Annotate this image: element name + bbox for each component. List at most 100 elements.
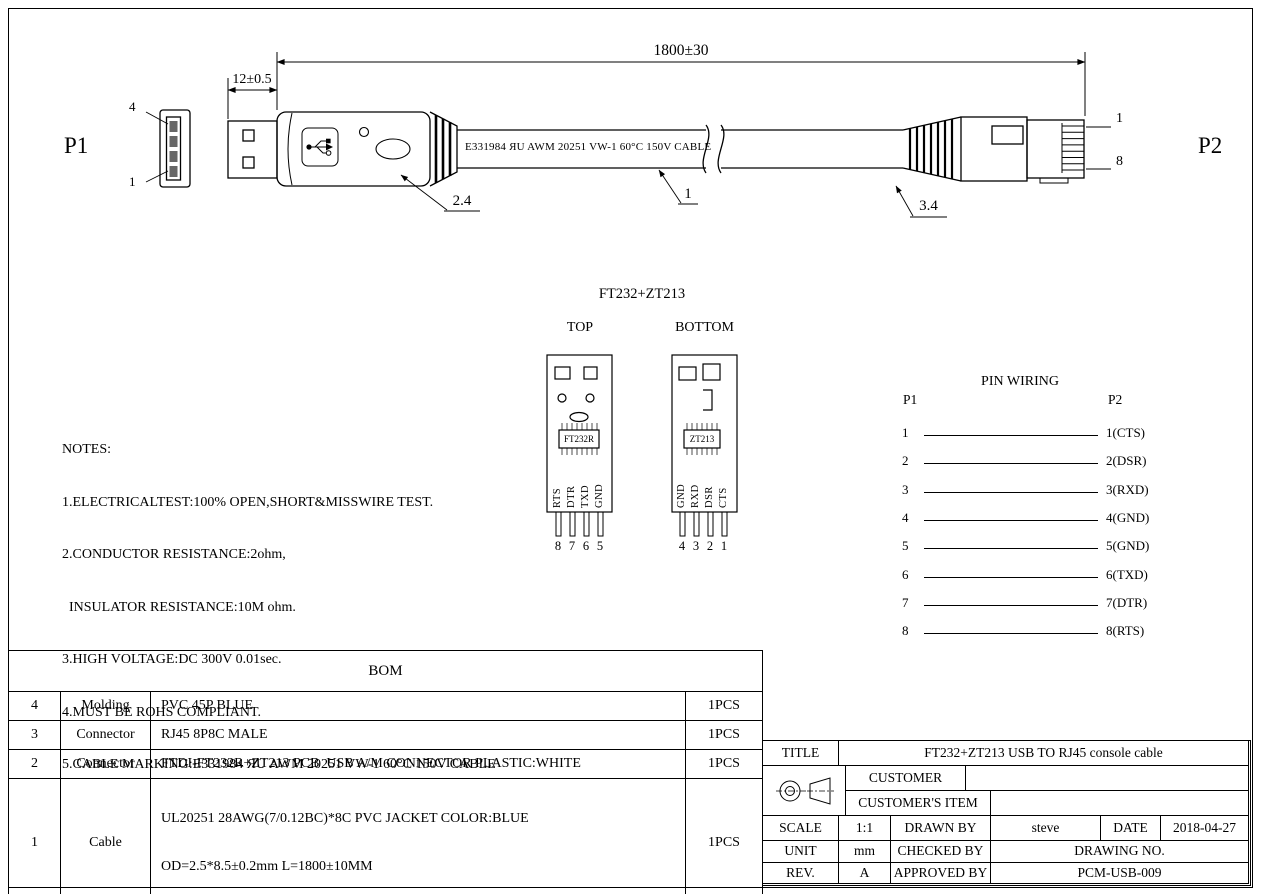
p2-pin: 3(RXD) (1106, 481, 1149, 497)
pcb-top-label: TOP (566, 320, 594, 335)
pcb-top-pin-gnd: GND (594, 483, 605, 508)
line-art-layer (145, 52, 1111, 537)
pcb-top-view (546, 354, 613, 537)
pin-wiring-p1-header: P1 (903, 392, 918, 407)
drawn-by-value: steve (991, 816, 1101, 841)
bom-name: Molding (60, 691, 151, 721)
pin-wiring-title: PIN WIRING (981, 374, 1059, 389)
scale-value: 1:1 (839, 816, 891, 841)
p2-pin: 7(DTR) (1106, 594, 1148, 610)
drawing-no-label: DRAWING NO. (991, 841, 1249, 863)
pcb-bottom-pin-rxd: RXD (690, 484, 701, 508)
unit-label: UNIT (763, 841, 839, 863)
pin-wiring-p2-header: P2 (1108, 392, 1123, 407)
bom-spec-line1: UL20251 28AWG(7/0.12BC)*8C PVC JACKET CO… (161, 811, 529, 826)
rj45-pin8-label: 8 (1116, 154, 1123, 169)
bom-spec: PVC 45P BLUE (150, 691, 686, 721)
cable-line (457, 124, 903, 174)
p1-pin: 8 (902, 623, 909, 639)
pin-number: 1 (720, 539, 728, 553)
date-label: DATE (1101, 816, 1161, 841)
rj45-pin1-label: 1 (1116, 111, 1123, 126)
pin-number: 3 (692, 539, 700, 553)
bom-name: Cable (60, 778, 151, 894)
bom-no: 2 (8, 749, 61, 779)
pcb-top-pin-rts: RTS (552, 487, 563, 508)
title-label: TITLE (763, 741, 839, 766)
wire-line (924, 548, 1098, 550)
bom-spec: UL20251 28AWG(7/0.12BC)*8C PVC JACKET CO… (150, 778, 686, 894)
bom-name: Connector (60, 749, 151, 779)
pin-wiring-row: 8 8(RTS) (902, 617, 1164, 645)
pin-wiring-row: 5 5(GND) (902, 532, 1164, 560)
pcb-bottom-pin-gnd: GND (676, 483, 687, 508)
usb-trident-icon (301, 127, 339, 167)
bom-no: 1 (8, 778, 61, 894)
usb-plug-side-view (227, 111, 458, 187)
third-angle-projection-icon (776, 776, 834, 805)
projection-symbol-cell (763, 766, 846, 816)
bom-no: 4 (8, 691, 61, 721)
p2-pin: 8(RTS) (1106, 623, 1145, 639)
wire-line (924, 463, 1098, 465)
p2-pin: 1(CTS) (1106, 425, 1145, 441)
wire-line (924, 520, 1098, 522)
p1-pin: 2 (902, 453, 909, 469)
p1-pin: 4 (902, 510, 909, 526)
pin-number: 7 (568, 539, 576, 553)
p1-pin: 7 (902, 594, 909, 610)
note-line: 2.CONDUCTOR RESISTANCE:2ohm, (62, 547, 286, 562)
unit-value: mm (839, 841, 891, 863)
customers-item-label: CUSTOMER'S ITEM (846, 791, 991, 816)
overall-length-dimension: 1800±30 (653, 42, 709, 59)
pcb-bottom-pin-dsr: DSR (704, 486, 715, 508)
pin-wiring-row: 3 3(RXD) (902, 476, 1164, 504)
customer-label: CUSTOMER (846, 766, 966, 791)
callout-leaders (400, 169, 947, 218)
pcb-bottom-pin-numbers: 4 3 2 1 (675, 539, 731, 554)
note-line: INSULATOR RESISTANCE:10M ohm. (62, 599, 296, 615)
dimension-lines (227, 52, 1086, 119)
pin-wiring-row: 4 4(GND) (902, 504, 1164, 532)
callout-rj45-molding: 3.4 (919, 198, 938, 214)
callout-usb-molding: 2.4 (452, 193, 472, 209)
wire-line (924, 576, 1098, 578)
bom-name: Connector (60, 720, 151, 750)
rev-value: A (839, 862, 891, 884)
note-line: 1.ELECTRICALTEST:100% OPEN,SHORT&MISSWIR… (62, 494, 434, 510)
bom-qty: 1PCS (685, 749, 763, 779)
bom-spec: RJ45 8P8C MALE (150, 720, 686, 750)
p1-pin: 3 (902, 481, 909, 497)
title-value: FT232+ZT213 USB TO RJ45 console cable (839, 741, 1249, 766)
pcb-title: FT232+ZT213 (598, 286, 686, 302)
callout-cable: 1 (684, 186, 692, 202)
p2-pin: 4(GND) (1106, 510, 1150, 526)
p2-pin: 6(TXD) (1106, 566, 1148, 582)
bom-spec: FTDI-FT232R+ZT213 PCB USB A/M CONNECTOR … (150, 749, 686, 779)
drawn-by-label: DRAWN BY (891, 816, 991, 841)
p1-pin: 5 (902, 538, 909, 554)
pin-number: 8 (554, 539, 562, 553)
checked-by-label: CHECKED BY (891, 841, 991, 863)
pin-number: 4 (678, 539, 686, 553)
bom-qty: 1PCS (685, 691, 763, 721)
date-value: 2018-04-27 (1161, 816, 1249, 841)
rev-label: REV. (763, 862, 839, 884)
bom-qty: 1PCS (685, 720, 763, 750)
wire-line (924, 491, 1098, 493)
usb-front-pin4-label: 4 (129, 99, 136, 114)
drawing-no-value: PCM-USB-009 (991, 862, 1249, 884)
pin-number: 5 (596, 539, 604, 553)
wire-line (924, 633, 1098, 635)
notes-title: NOTES: (62, 442, 111, 457)
cable-marking-text: E331984 ЯU AWM 20251 VW-1 60°C 150V CABL… (465, 141, 712, 153)
pcb-top-pin-numbers: 8 7 6 5 (551, 539, 607, 554)
usb-connector-front-view (145, 109, 191, 188)
p2-pin: 5(GND) (1106, 538, 1150, 554)
bom-title: BOM (8, 650, 763, 692)
